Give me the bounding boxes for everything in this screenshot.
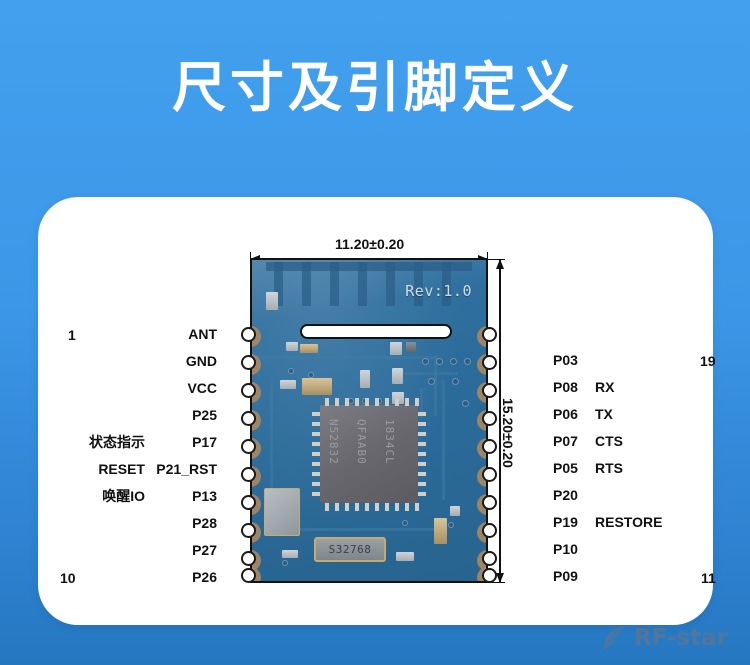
page-title: 尺寸及引脚定义: [172, 56, 578, 119]
rf-star-logo-icon: [603, 626, 625, 650]
watermark-text: RF-star: [634, 625, 728, 651]
content-card: [38, 197, 713, 625]
